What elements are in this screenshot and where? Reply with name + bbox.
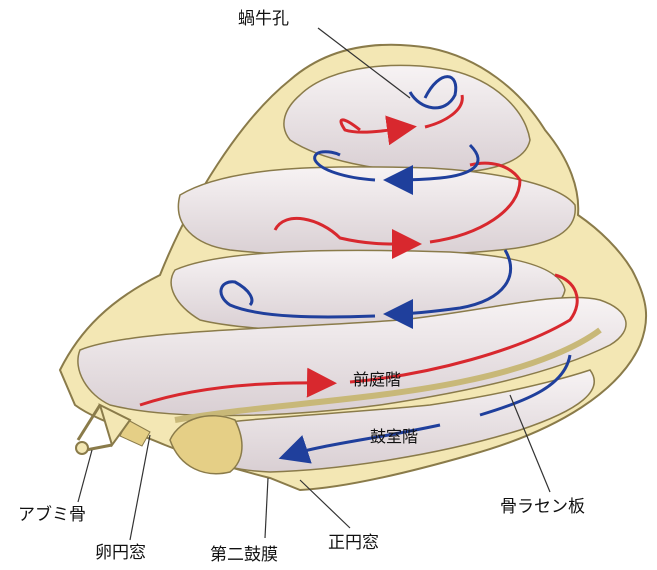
label-stapes: アブミ骨: [18, 504, 86, 525]
leader-stapes: [78, 450, 92, 502]
label-scala-vestibuli: 前庭階: [353, 370, 401, 389]
label-scala-tympani: 鼓室階: [370, 427, 418, 446]
label-oval-window: 卵円窓: [95, 543, 146, 563]
leader-oval-window: [130, 435, 150, 540]
label-round-window: 正円窓: [328, 533, 379, 553]
label-helicotrema: 蝸牛孔: [238, 9, 289, 29]
label-secondary-tympanic-membrane: 第二鼓膜: [210, 545, 278, 565]
leader-secondary-membrane: [265, 478, 268, 538]
label-osseous-spiral-lamina: 骨ラセン板: [500, 497, 585, 517]
